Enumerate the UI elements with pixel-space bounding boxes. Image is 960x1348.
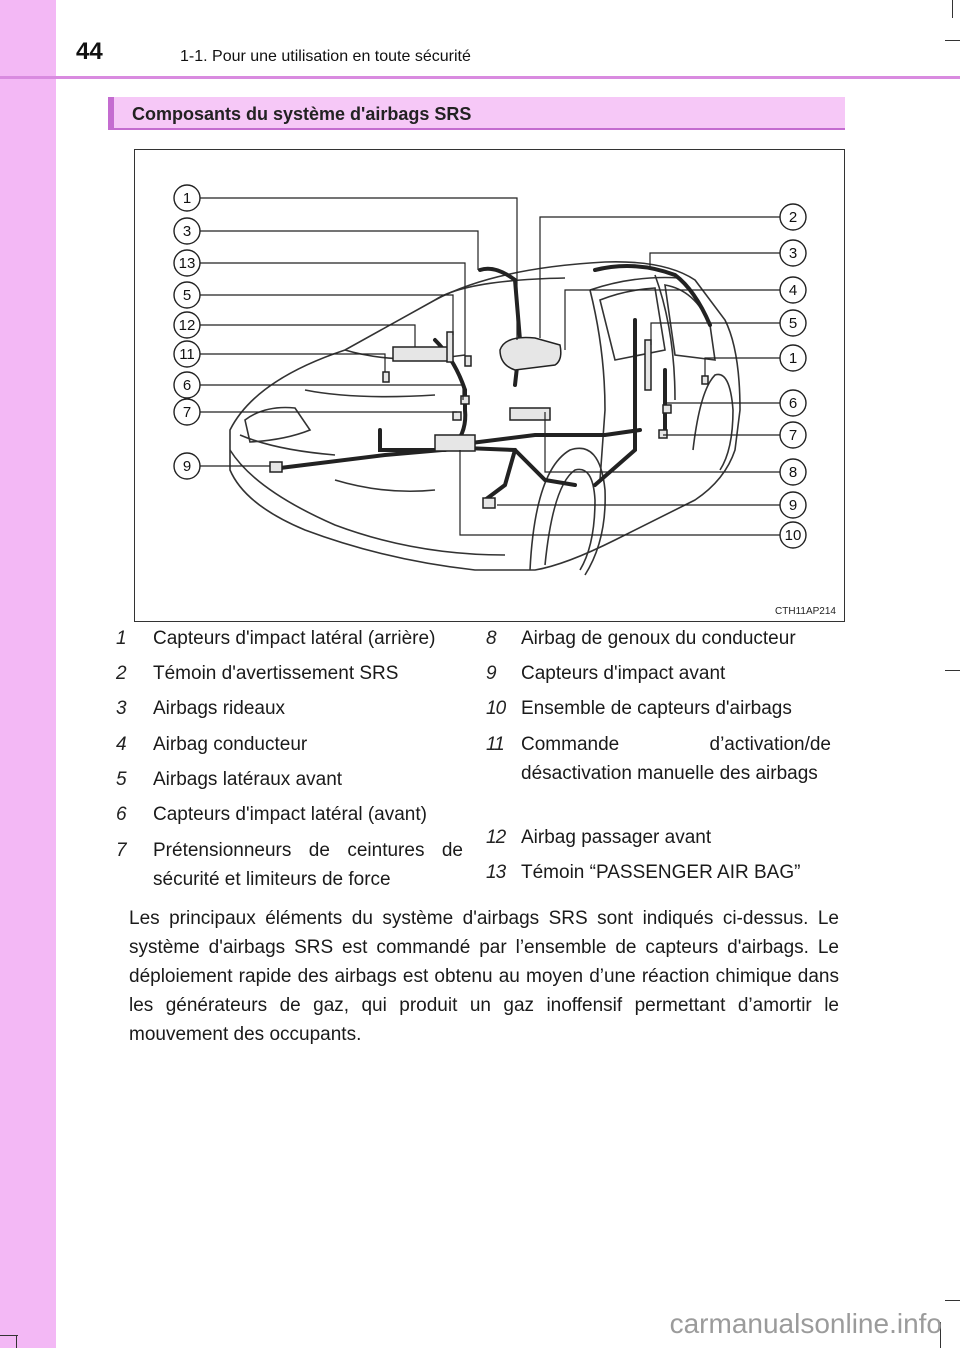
callout-right-5: 1: [789, 350, 797, 367]
legend-text: Ensemble de capteurs d'airbags: [521, 698, 792, 719]
callout-left-9: 9: [183, 458, 191, 475]
callout-left-4: 5: [183, 287, 191, 304]
legend-text: Commande d’activation/de désactivation m…: [521, 734, 831, 784]
crop-mark: [16, 1335, 17, 1348]
legend-num: 5: [116, 769, 127, 790]
knee-airbag-shape: [509, 407, 551, 421]
legend-num: 11: [486, 734, 505, 755]
legend-num: 12: [486, 827, 506, 848]
callout-right-2: 3: [789, 245, 797, 262]
callout-right-10: 10: [785, 527, 802, 544]
figure-code: CTH11AP214: [775, 606, 836, 617]
legend-text: Prétensionneurs de ceintures de sécurité…: [153, 840, 463, 890]
legend-text: Airbag passager avant: [521, 827, 712, 848]
callout-right-8: 8: [789, 464, 797, 481]
legend-num: 13: [486, 862, 506, 883]
front-sensor-right-shape: [482, 497, 496, 509]
legend-text: Airbag conducteur: [153, 734, 308, 755]
driver-airbag-shape: [499, 336, 562, 371]
page-number: 44: [76, 38, 103, 65]
legend-num: 2: [116, 663, 127, 684]
legend-text: Témoin d'avertissement SRS: [153, 663, 399, 684]
legend-text: Capteurs d'impact avant: [521, 663, 726, 684]
section-title: Composants du système d'airbags SRS: [132, 104, 472, 124]
callout-left-7: 6: [183, 377, 191, 394]
crop-mark: [945, 1300, 960, 1301]
callout-right-9: 9: [789, 497, 797, 514]
airbag-sensor-assembly-shape: [434, 434, 476, 452]
header-rule: [0, 76, 960, 79]
crop-mark: [945, 670, 960, 671]
callout-right-3: 4: [789, 282, 797, 299]
callout-left-2: 3: [183, 223, 191, 240]
legend-text: Airbags latéraux avant: [153, 769, 343, 790]
callout-right-1: 2: [789, 209, 797, 226]
crop-mark: [952, 0, 953, 18]
legend-num: 3: [116, 698, 127, 719]
crop-mark: [0, 1335, 18, 1336]
page-side-band: [0, 0, 56, 1348]
chapter-title: 1-1. Pour une utilisation en toute sécur…: [180, 48, 471, 65]
legend-num: 1: [116, 628, 127, 649]
passenger-airbag-shape: [392, 346, 450, 362]
legend-text: Capteurs d'impact latéral (avant): [153, 804, 427, 825]
airbag-components-figure: 1 3 13 5 12 11 6 7 9 2 3 4 5 1 6 7 8 9 1…: [134, 149, 845, 622]
legend-num: 7: [116, 840, 127, 861]
figure-legend: 1 Capteurs d'impact latéral (arrière) 2 …: [0, 624, 960, 904]
legend-text: Airbags rideaux: [153, 698, 286, 719]
legend-num: 6: [116, 804, 127, 825]
callout-left-1: 1: [183, 190, 191, 207]
legend-text: Témoin “PASSENGER AIR BAG”: [521, 862, 801, 883]
callout-left-6: 11: [179, 346, 195, 363]
crop-mark: [940, 1322, 941, 1348]
legend-num: 9: [486, 663, 497, 684]
callout-left-8: 7: [183, 404, 191, 421]
crop-mark: [945, 40, 960, 41]
callout-right-7: 7: [789, 427, 797, 444]
callout-right-4: 5: [789, 315, 797, 332]
legend-num: 4: [116, 734, 127, 755]
watermark: carmanualsonline.info: [669, 1308, 942, 1339]
legend-num: 8: [486, 628, 497, 649]
legend-text: Airbag de genoux du conducteur: [521, 628, 796, 649]
page-header: [0, 0, 960, 78]
car-diagram: 1 3 13 5 12 11 6 7 9 2 3 4 5 1 6 7 8 9 1…: [173, 184, 807, 576]
legend-text: Capteurs d'impact latéral (arrière): [153, 628, 436, 649]
section-heading-box: Composants du système d'airbags SRS: [108, 97, 845, 130]
legend-num: 10: [486, 698, 506, 719]
front-sensor-left-shape: [269, 461, 283, 473]
callout-right-6: 6: [789, 395, 797, 412]
body-paragraph: Les principaux éléments du système d'air…: [129, 908, 839, 1045]
callout-left-5: 12: [179, 317, 196, 334]
callout-left-3: 13: [179, 255, 196, 272]
